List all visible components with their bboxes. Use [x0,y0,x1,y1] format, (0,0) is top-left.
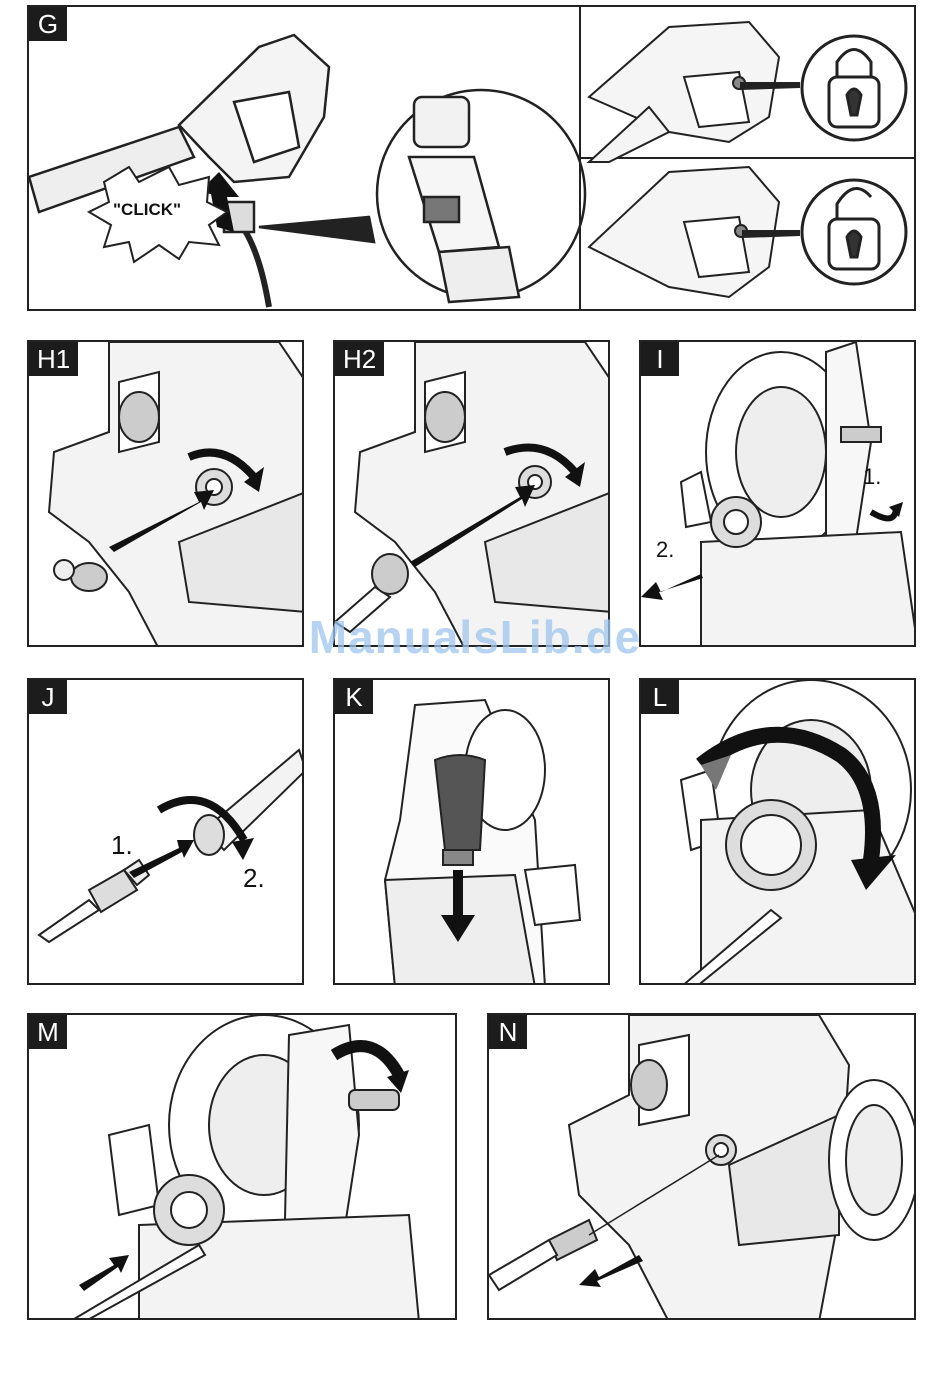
panel-n: N [487,1013,916,1320]
hose-reel-handle-illustration [641,342,916,647]
panel-j: J 1. 2. [27,678,304,985]
step-2-label: 2. [243,863,265,894]
panel-l: L [639,678,916,985]
watermark: ManualsLib.de [0,610,950,664]
spray-gun-connection-illustration [29,7,916,311]
garden-hose-connection-illustration [335,342,610,647]
panel-h2: H2 [333,340,610,647]
accessory-storage-illustration [335,680,610,985]
panel-m: M [27,1013,457,1320]
hose-to-gun-connection-illustration [29,680,304,985]
inlet-filter-cleaning-illustration [489,1015,916,1320]
step-2-label: 2. [656,537,674,563]
hose-reel-rotation-illustration [641,680,916,985]
padlock-closed-icon [802,36,906,140]
click-label: "CLICK" [113,200,181,220]
step-1-label: 1. [863,464,881,490]
hose-reel-crank-illustration [29,1015,457,1320]
water-inlet-adapter-illustration [29,342,304,647]
padlock-open-icon [802,180,906,284]
panel-h1: H1 [27,340,304,647]
panel-g: G [27,5,916,311]
panel-i: I 1. 2. [639,340,916,647]
panel-k: K [333,678,610,985]
step-1-label: 1. [111,830,133,861]
